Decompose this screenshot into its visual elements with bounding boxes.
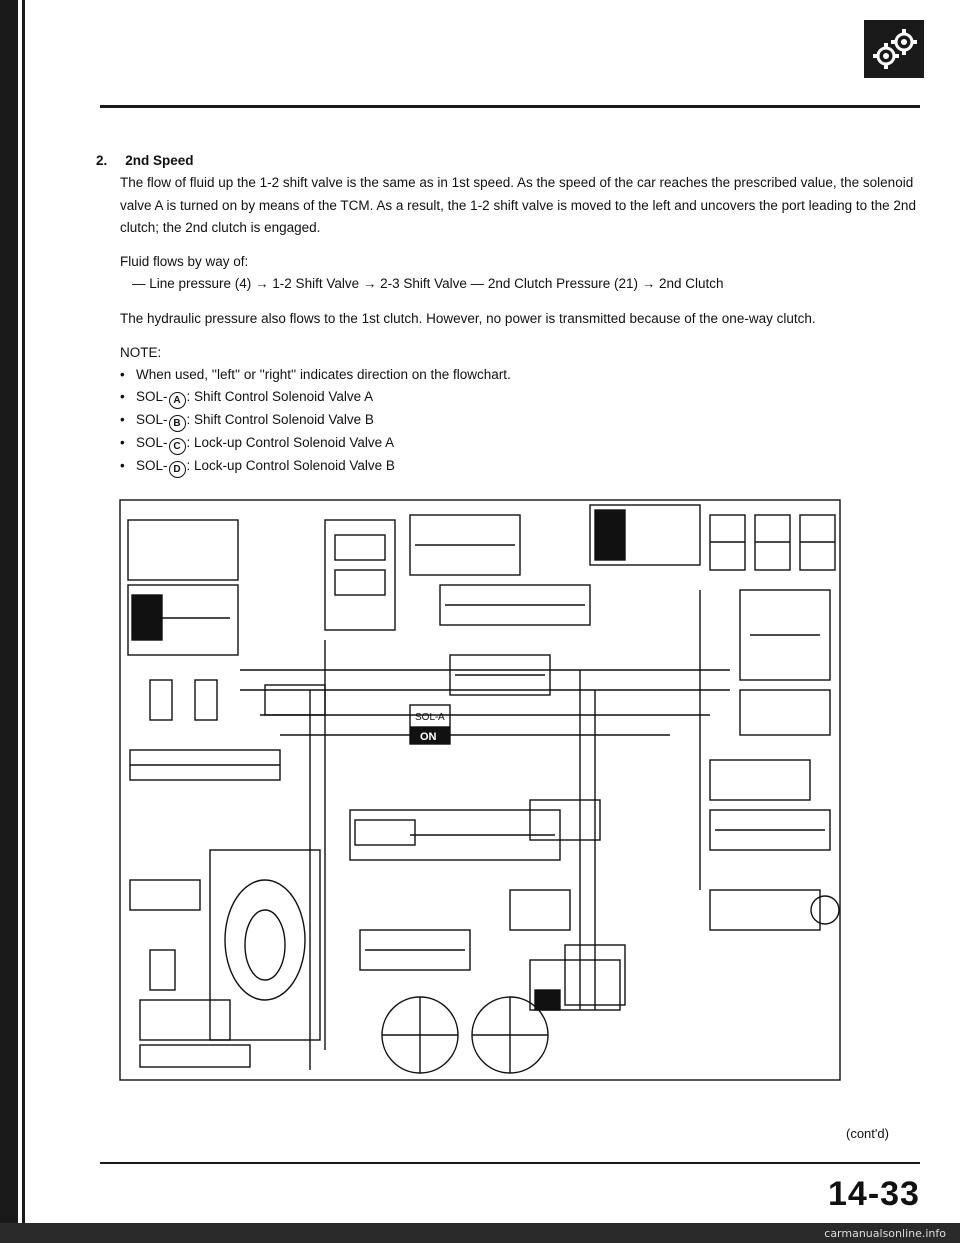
note-text: When used, ''left'' or ''right'' indicat… bbox=[136, 367, 511, 383]
footer-rule bbox=[100, 1162, 920, 1164]
bullet: • bbox=[120, 412, 125, 428]
sol-prefix: SOL- bbox=[136, 412, 168, 428]
hydraulic-flow-diagram: SOL- A ON bbox=[110, 490, 850, 1100]
section-heading: 2. 2nd Speed bbox=[96, 150, 926, 172]
hydraulic-note: The hydraulic pressure also flows to the… bbox=[120, 310, 816, 326]
header-rule bbox=[100, 105, 920, 108]
bullet: • bbox=[120, 367, 125, 383]
fluid-flow-path: — Line pressure (4) → 1-2 Shift Valve → … bbox=[132, 276, 724, 292]
circled-letter: C bbox=[168, 438, 186, 456]
continued-label: (cont'd) bbox=[846, 1126, 889, 1141]
note-text: : Lock-up Control Solenoid Valve A bbox=[186, 435, 395, 451]
watermark: carmanualsonline.info bbox=[824, 1227, 946, 1240]
sol-prefix: SOL- bbox=[136, 435, 168, 451]
section-title: 2nd Speed bbox=[125, 153, 194, 168]
section-number: 2. bbox=[96, 153, 108, 168]
note-item: • SOL-C: Lock-up Control Solenoid Valve … bbox=[120, 432, 926, 456]
bullet: • bbox=[120, 389, 125, 405]
note-text: : Shift Control Solenoid Valve A bbox=[186, 389, 374, 405]
circled-letter: B bbox=[168, 415, 186, 433]
section-2nd-speed: 2. 2nd Speed The flow of fluid up the 1-… bbox=[96, 150, 926, 479]
note-item: • When used, ''left'' or ''right'' indic… bbox=[120, 364, 926, 386]
on-label: ON bbox=[420, 731, 437, 743]
sol-label: SOL- bbox=[415, 712, 438, 723]
note-list: • When used, ''left'' or ''right'' indic… bbox=[120, 364, 926, 479]
footer-bar: carmanualsonline.info bbox=[0, 1223, 960, 1243]
sol-letter: A bbox=[438, 712, 445, 723]
note-item: • SOL-A: Shift Control Solenoid Valve A bbox=[120, 386, 926, 410]
sol-prefix: SOL- bbox=[136, 458, 168, 474]
circled-letter: D bbox=[168, 461, 186, 479]
binding-edge bbox=[0, 0, 18, 1243]
bullet: • bbox=[120, 458, 125, 474]
bullet: • bbox=[120, 435, 125, 451]
binding-edge-line bbox=[22, 0, 25, 1243]
note-item: • SOL-D: Lock-up Control Solenoid Valve … bbox=[120, 455, 926, 479]
note-text: : Shift Control Solenoid Valve B bbox=[186, 412, 374, 428]
fluid-flow-intro: Fluid flows by way of: bbox=[120, 254, 249, 270]
note-text: : Lock-up Control Solenoid Valve B bbox=[186, 458, 395, 474]
sol-prefix: SOL- bbox=[136, 389, 168, 405]
note-title: NOTE: bbox=[120, 344, 162, 360]
page-number: 14-33 bbox=[828, 1175, 920, 1213]
section-paragraph: The flow of fluid up the 1-2 shift valve… bbox=[120, 175, 916, 235]
circled-letter: A bbox=[168, 392, 186, 410]
gear-cog-icon bbox=[864, 20, 924, 78]
note-item: • SOL-B: Shift Control Solenoid Valve B bbox=[120, 409, 926, 433]
